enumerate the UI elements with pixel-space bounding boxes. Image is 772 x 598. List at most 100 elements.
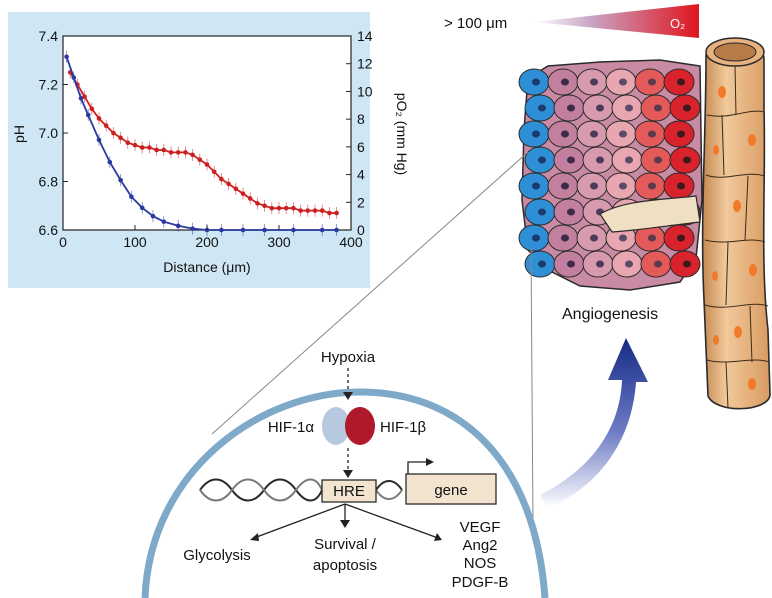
po2-data-point bbox=[129, 194, 134, 200]
ph-data-point bbox=[283, 205, 289, 211]
cell-nucleus bbox=[590, 182, 598, 190]
dna-helix bbox=[199, 478, 403, 502]
target-gene-vegf: VEGF bbox=[460, 519, 501, 536]
po2-data-point bbox=[161, 219, 167, 224]
cell-nucleus bbox=[590, 78, 598, 86]
ph-data-point bbox=[247, 196, 253, 201]
y-right-tick-label: 6 bbox=[357, 139, 365, 155]
po2-data-point bbox=[139, 205, 145, 211]
tumor-cell-mass bbox=[518, 59, 703, 291]
cell-nucleus bbox=[648, 234, 656, 242]
ph-data-point bbox=[147, 145, 152, 150]
ph-data-point bbox=[291, 205, 296, 211]
ph-data-point bbox=[211, 169, 217, 175]
ph-data-point bbox=[111, 130, 116, 136]
cell-nucleus bbox=[677, 78, 685, 86]
y-left-tick-label: 7.2 bbox=[39, 77, 59, 93]
cell-nucleus bbox=[625, 260, 633, 268]
zoom-connector-left bbox=[211, 151, 529, 435]
x-tick-label: 200 bbox=[195, 234, 219, 250]
y-left-tick-label: 7.4 bbox=[39, 28, 59, 44]
po2-data-point bbox=[334, 227, 339, 233]
binding-arrow bbox=[343, 448, 353, 478]
ph-data-point bbox=[255, 201, 260, 206]
po2-data-point bbox=[262, 227, 267, 233]
target-gene-ang2: Ang2 bbox=[462, 537, 497, 554]
cell-nucleus bbox=[619, 78, 627, 86]
po2-data-point bbox=[85, 112, 91, 118]
hre-box bbox=[321, 479, 377, 503]
ph-data-point bbox=[168, 150, 174, 155]
y-right-tick-label: 2 bbox=[357, 194, 365, 210]
ph-data-point bbox=[175, 150, 181, 155]
po2-data-point bbox=[78, 96, 84, 101]
x-tick-label: 0 bbox=[59, 234, 67, 250]
po2-data-point bbox=[175, 223, 181, 229]
po2-data-point bbox=[240, 227, 246, 233]
cell-nucleus bbox=[677, 130, 685, 138]
ph-data-point bbox=[118, 135, 123, 141]
cell-nucleus bbox=[590, 234, 598, 242]
vessel-nuclei bbox=[712, 86, 757, 390]
ph-data-point bbox=[312, 208, 318, 213]
ph-data-point bbox=[219, 176, 224, 182]
cell-nucleus bbox=[619, 130, 627, 138]
cell-nucleus bbox=[683, 260, 691, 268]
transcription-start-arrow bbox=[407, 458, 434, 474]
y-right-tick-label: 0 bbox=[357, 222, 365, 238]
ph-data-point bbox=[327, 210, 332, 216]
hif1b-label: HIF-1β bbox=[380, 419, 427, 436]
ph-data-point bbox=[89, 106, 95, 112]
cell-nucleus bbox=[567, 156, 575, 164]
cell-nucleus bbox=[561, 234, 569, 242]
po2-data-point bbox=[319, 227, 325, 233]
po2-data-point bbox=[150, 213, 156, 219]
cell-nucleus bbox=[590, 130, 598, 138]
cell-nucleus bbox=[532, 234, 540, 242]
po2-data-point bbox=[219, 227, 224, 233]
cell-nucleus bbox=[683, 156, 691, 164]
gene-box bbox=[405, 473, 497, 505]
ph-data-point bbox=[269, 205, 275, 211]
ph-data-point bbox=[190, 152, 195, 158]
survival-label: Survival / bbox=[314, 536, 377, 553]
hif1a-label: HIF-1α bbox=[268, 419, 315, 436]
ph-data-point bbox=[319, 208, 325, 213]
ph-data-point bbox=[240, 191, 246, 196]
x-tick-label: 300 bbox=[267, 234, 291, 250]
ph-data-point bbox=[204, 162, 210, 167]
cell-nucleus bbox=[683, 104, 691, 112]
cell-nucleus bbox=[648, 78, 656, 86]
cell-nucleus bbox=[677, 234, 685, 242]
nuclear-membrane bbox=[141, 388, 549, 598]
oxygen-gradient-triangle bbox=[534, 4, 699, 38]
oxygen-label: O₂ bbox=[670, 16, 685, 31]
apoptosis-label: apoptosis bbox=[313, 557, 377, 574]
cell-nucleus bbox=[567, 208, 575, 216]
vessel-cell-borders bbox=[704, 65, 770, 409]
po2-curve bbox=[65, 56, 337, 231]
cell-nucleus bbox=[561, 78, 569, 86]
y-left-tick-label: 7.0 bbox=[39, 125, 59, 141]
distance-gradient-label: > 100 μm bbox=[444, 15, 507, 32]
ph-data-point bbox=[154, 147, 159, 153]
po2-data-point bbox=[96, 137, 102, 143]
cell-nucleus bbox=[625, 104, 633, 112]
cell-nucleus bbox=[596, 260, 604, 268]
blood-vessel bbox=[701, 37, 771, 410]
po2-data-point bbox=[64, 54, 69, 60]
cell-nucleus bbox=[619, 234, 627, 242]
po2-data-point bbox=[291, 227, 296, 233]
ph-data-point bbox=[262, 203, 267, 209]
hif1b-subunit bbox=[345, 407, 375, 445]
hif1a-subunit bbox=[322, 407, 350, 445]
cell-nucleus bbox=[532, 130, 540, 138]
cell-nucleus bbox=[567, 104, 575, 112]
angiogenesis-arrow bbox=[540, 338, 648, 508]
cell-nucleus bbox=[654, 156, 662, 164]
cell-nucleus bbox=[538, 208, 546, 216]
hre-label: HRE bbox=[333, 483, 365, 500]
cell-nucleus bbox=[567, 260, 575, 268]
